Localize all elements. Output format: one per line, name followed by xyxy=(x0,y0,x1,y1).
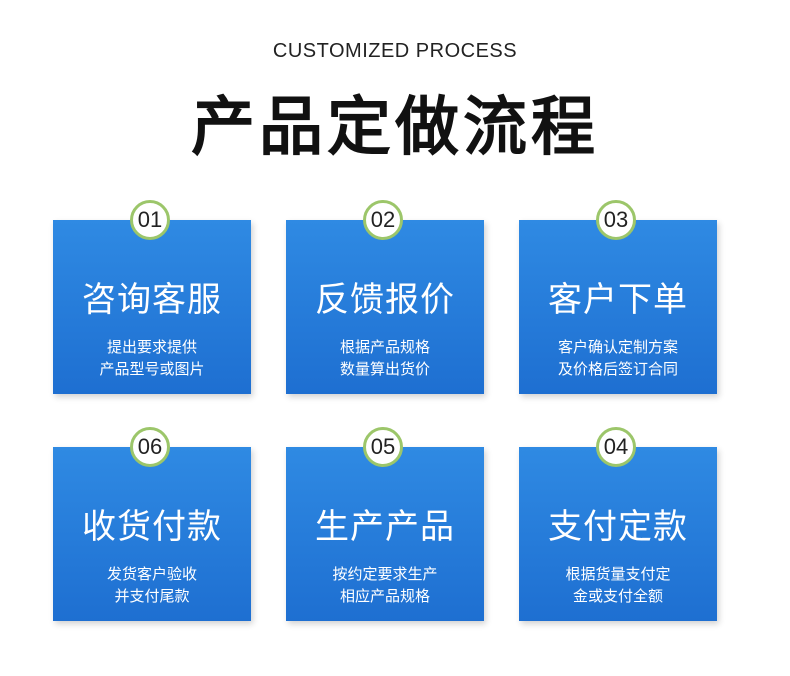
step-description-line: 金或支付全额 xyxy=(572,587,663,605)
step-card-receive-pay: 06 收货付款 发货客户验收 并支付尾款 xyxy=(53,427,251,621)
step-description-line: 根据货量支付定 xyxy=(565,565,671,583)
step-description: 提出要求提供 产品型号或图片 xyxy=(53,336,251,380)
step-number-badge: 02 xyxy=(363,200,403,240)
step-description-line: 提出要求提供 xyxy=(106,338,197,356)
step-number-badge: 04 xyxy=(596,427,636,467)
step-description: 根据货量支付定 金或支付全额 xyxy=(519,563,717,607)
step-description-line: 数量算出货价 xyxy=(339,360,430,378)
step-description-line: 发货客户验收 xyxy=(106,565,197,583)
step-description-line: 并支付尾款 xyxy=(114,587,190,605)
page-subtitle: CUSTOMIZED PROCESS xyxy=(272,40,518,62)
step-number-badge: 06 xyxy=(130,427,170,467)
step-number-badge: 03 xyxy=(596,200,636,240)
step-description: 按约定要求生产 相应产品规格 xyxy=(286,563,484,607)
step-description: 根据产品规格 数量算出货价 xyxy=(286,336,484,380)
step-title: 支付定款 xyxy=(548,507,688,547)
page-title: 产品定做流程 xyxy=(191,90,599,165)
step-card-order: 03 客户下单 客户确认定制方案 及价格后签订合同 xyxy=(519,200,717,394)
step-description: 客户确认定制方案 及价格后签订合同 xyxy=(519,336,717,380)
step-title: 咨询客服 xyxy=(82,280,222,320)
step-card-consult: 01 咨询客服 提出要求提供 产品型号或图片 xyxy=(53,200,251,394)
step-description: 发货客户验收 并支付尾款 xyxy=(53,563,251,607)
step-title: 收货付款 xyxy=(82,507,222,547)
step-card-deposit: 04 支付定款 根据货量支付定 金或支付全额 xyxy=(519,427,717,621)
step-number-badge: 05 xyxy=(363,427,403,467)
step-title: 生产产品 xyxy=(315,507,455,547)
step-card-produce: 05 生产产品 按约定要求生产 相应产品规格 xyxy=(286,427,484,621)
step-card-quote: 02 反馈报价 根据产品规格 数量算出货价 xyxy=(286,200,484,394)
step-description-line: 按约定要求生产 xyxy=(332,565,438,583)
step-description-line: 产品型号或图片 xyxy=(99,360,205,378)
step-description-line: 根据产品规格 xyxy=(339,338,430,356)
step-description-line: 及价格后签订合同 xyxy=(557,360,678,378)
step-number-badge: 01 xyxy=(130,200,170,240)
step-title: 反馈报价 xyxy=(315,280,455,320)
step-description-line: 相应产品规格 xyxy=(339,587,430,605)
step-title: 客户下单 xyxy=(548,280,688,320)
step-description-line: 客户确认定制方案 xyxy=(557,338,678,356)
